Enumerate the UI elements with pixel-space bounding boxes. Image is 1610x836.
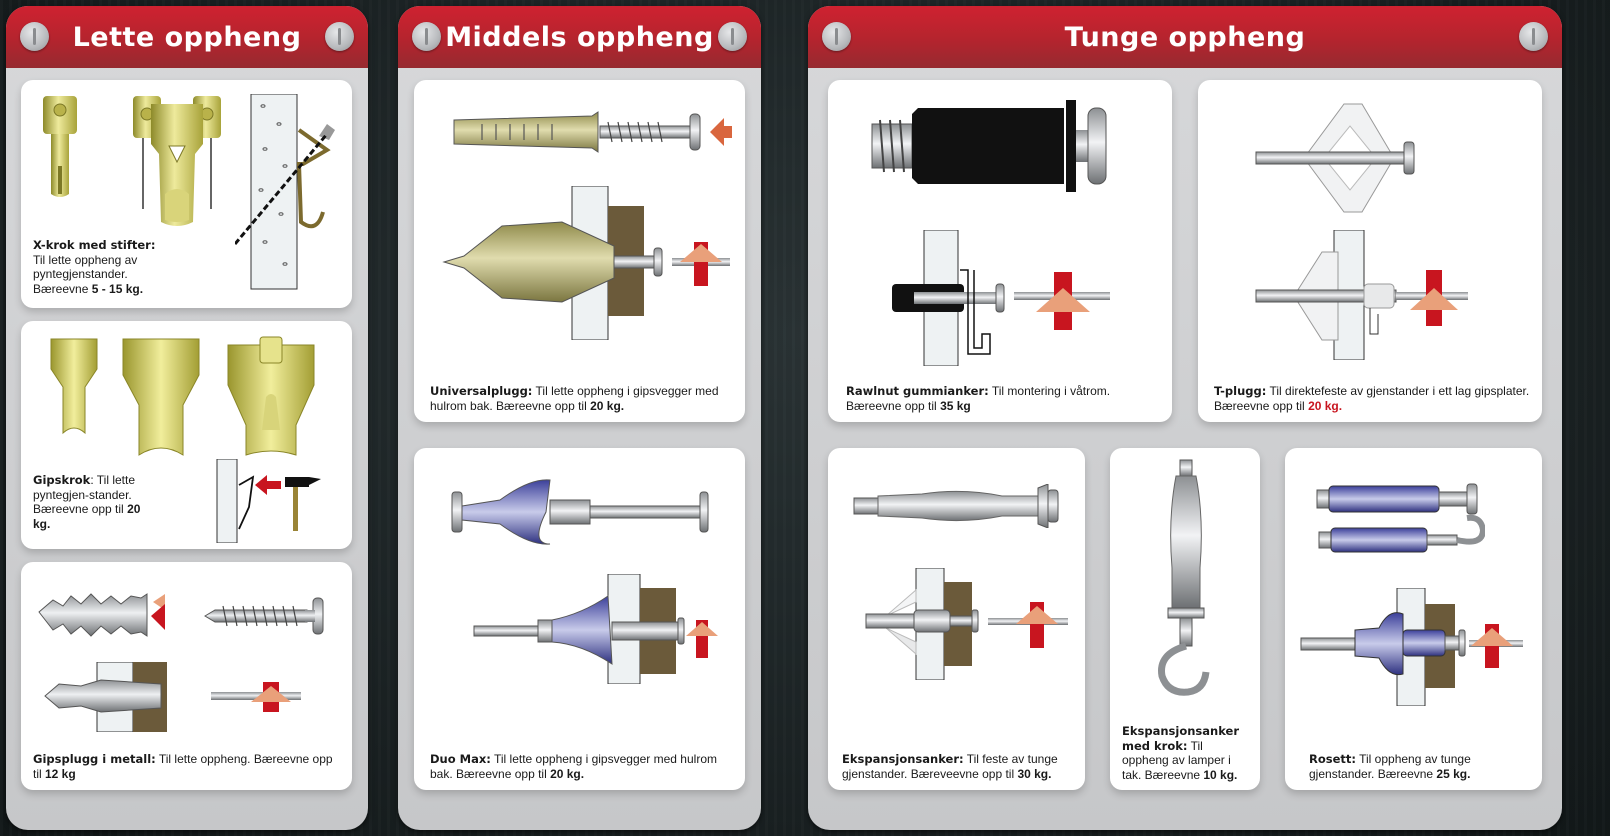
- wall-hammer-illustration: [216, 459, 321, 543]
- x-hook-large-icon: [133, 96, 221, 226]
- wall-section-hook-illustration: [235, 94, 335, 290]
- product-card-rawlnut: Rawlnut gummianker: Til montering i våtr…: [828, 80, 1172, 422]
- screw-head-icon: [20, 22, 49, 51]
- screw-head-icon: [718, 22, 747, 51]
- panel-header: Middels oppheng: [398, 6, 761, 68]
- product-card-x-krok: X-krok med stifter: Til lette oppheng av…: [21, 80, 352, 308]
- expansion-anchor-icon: [853, 484, 1059, 528]
- panel-light-mounting: Lette oppheng: [6, 6, 368, 830]
- screw-head-icon: [412, 22, 441, 51]
- product-caption: Ekspansjonsanker: Til feste av tunge gje…: [842, 752, 1058, 781]
- insert-arrow-icon: [710, 118, 732, 146]
- rosett-anchor-icon: [1316, 483, 1485, 553]
- rawlnut-installed-illustration: [892, 230, 1110, 366]
- x-hook-small-icon: [43, 96, 77, 197]
- product-caption: X-krok med stifter: Til lette oppheng av…: [33, 238, 156, 296]
- product-card-ekspansjonsanker: Ekspansjonsanker: Til feste av tunge gje…: [828, 448, 1085, 790]
- screw-head-icon: [822, 22, 851, 51]
- product-caption: T-plugg: Til direktefeste av gjenstander…: [1214, 384, 1530, 413]
- panel-header: Tunge oppheng: [808, 6, 1562, 68]
- metal-plug-installed-illustration: [44, 662, 301, 732]
- panel-title: Middels oppheng: [445, 21, 714, 53]
- product-card-rosett: Rosett: Til oppheng av tunge gjenstander…: [1285, 448, 1542, 790]
- product-card-t-plugg: T-plugg: Til direktefeste av gjenstander…: [1198, 80, 1542, 422]
- insert-arrow-icon: [255, 475, 281, 495]
- duo-max-plug-icon: [451, 479, 709, 545]
- product-caption: Rawlnut gummianker: Til montering i våtr…: [846, 384, 1111, 413]
- duo-max-installed-illustration: [473, 574, 718, 684]
- universal-plug-installed-illustration: [442, 186, 730, 340]
- t-plug-icon: [1255, 103, 1415, 213]
- rosett-installed-illustration: [1300, 588, 1523, 706]
- product-caption: Gipskrok: Til lette pyntegjen-stander. B…: [33, 473, 141, 531]
- panel-heavy-mounting: Tunge oppheng Rawlnut gummianker: Til mo…: [808, 6, 1562, 830]
- plaster-hook-small-icon: [50, 338, 98, 435]
- metal-plug-icon: [38, 593, 165, 637]
- product-caption: Rosett: Til oppheng av tunge gjenstander…: [1309, 752, 1471, 781]
- product-caption: Gipsplugg i metall: Til lette oppheng. B…: [33, 752, 333, 781]
- product-card-gipsplugg-metall: Gipsplugg i metall: Til lette oppheng. B…: [21, 562, 352, 790]
- product-caption: Universalplugg: Til lette oppheng i gips…: [430, 384, 719, 413]
- product-card-gipskrok: Gipskrok: Til lette pyntegjen-stander. B…: [21, 321, 352, 549]
- product-card-duo-max: Duo Max: Til lette oppheng i gipsvegger …: [414, 448, 745, 790]
- expansion-anchor-installed-illustration: [865, 568, 1068, 680]
- panel-header: Lette oppheng: [6, 6, 368, 68]
- screw-head-icon: [1519, 22, 1548, 51]
- universal-plug-icon: [453, 111, 732, 153]
- rawlnut-anchor-icon: [871, 100, 1107, 192]
- screw-head-icon: [325, 22, 354, 51]
- product-caption: Ekspansjonsanker med krok: Til oppheng a…: [1122, 724, 1240, 782]
- panel-title: Lette oppheng: [72, 21, 302, 53]
- product-card-universalplugg: Universalplugg: Til lette oppheng i gips…: [414, 80, 745, 422]
- panel-medium-mounting: Middels oppheng Universa: [398, 6, 761, 830]
- product-caption: Duo Max: Til lette oppheng i gipsvegger …: [430, 752, 717, 781]
- screw-icon: [204, 597, 324, 635]
- panel-title: Tunge oppheng: [1064, 21, 1306, 53]
- plaster-hook-large-icon: [227, 336, 315, 456]
- product-card-ekspansjonsanker-krok: Ekspansjonsanker med krok: Til oppheng a…: [1110, 448, 1260, 790]
- expansion-anchor-hook-icon: [1158, 459, 1210, 696]
- plaster-hook-medium-icon: [122, 338, 200, 456]
- t-plug-installed-illustration: [1255, 230, 1468, 360]
